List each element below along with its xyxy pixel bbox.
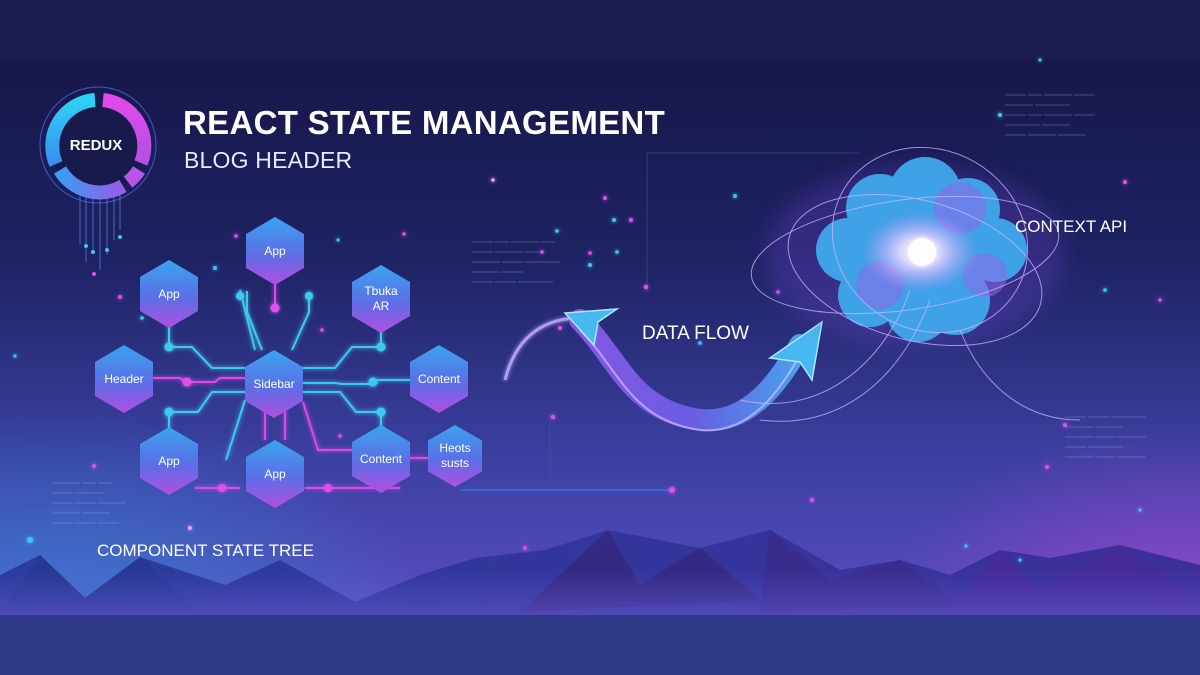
page-subtitle: BLOG HEADER <box>184 147 353 173</box>
decorative-text-block: ▬▬▬▬ ▬▬ ▬▬▬▬▬ ▬▬▬▬▬▬▬ ▬▬▬ ▬▬▬▬▬▬▬▬ ▬▬▬▬▬… <box>52 479 126 526</box>
connector-nodes <box>164 292 675 493</box>
tree-node-content-right: Content <box>410 345 468 413</box>
tree-node-content-lower: Content <box>352 425 410 493</box>
redux-badge-label: REDUX <box>69 137 123 154</box>
data-flow-arrow-icon <box>503 308 824 432</box>
component-tree-caption: COMPONENT STATE TREE <box>97 541 314 560</box>
decorative-text-block: ▬▬▬ ▬▬ ▬▬▬▬ ▬▬▬▬▬ ▬▬▬▬ ▬▬▬▬▬▬ ▬▬▬ ▬▬▬▬▬▬… <box>472 238 560 285</box>
sparkles <box>13 58 1162 562</box>
tree-node-sidebar: Sidebar <box>245 350 303 418</box>
tree-node-far-right: Heots susts <box>428 425 482 487</box>
data-flow-label: DATA FLOW <box>642 323 749 344</box>
mountain-range <box>0 530 1200 615</box>
top-band <box>0 0 1200 60</box>
tree-node-lower-left: App <box>140 427 198 495</box>
decorative-text-block: ▬▬▬ ▬▬▬ ▬▬▬▬▬▬▬▬▬ ▬▬▬▬▬▬▬▬ ▬▬▬ ▬▬▬▬▬▬▬ ▬… <box>1065 413 1146 460</box>
tree-node-upper-left: App <box>140 260 198 328</box>
tree-node-bottom: App <box>246 440 304 508</box>
redux-ring-icon <box>39 86 157 276</box>
frame-lines <box>549 152 860 485</box>
context-api-cloud-icon <box>739 146 1081 422</box>
tree-node-upper-right: Tbuka AR <box>352 265 410 333</box>
decorative-text-block: ▬▬▬ ▬▬ ▬▬▬▬ ▬▬▬▬▬▬▬ ▬▬▬▬▬▬▬▬ ▬▬ ▬▬▬▬ ▬▬▬… <box>1005 91 1095 138</box>
tree-node-header: Header <box>95 345 153 413</box>
page-title: REACT STATE MANAGEMENT <box>183 104 666 141</box>
bottom-band <box>0 615 1200 675</box>
context-api-label: CONTEXT API <box>1015 217 1128 236</box>
